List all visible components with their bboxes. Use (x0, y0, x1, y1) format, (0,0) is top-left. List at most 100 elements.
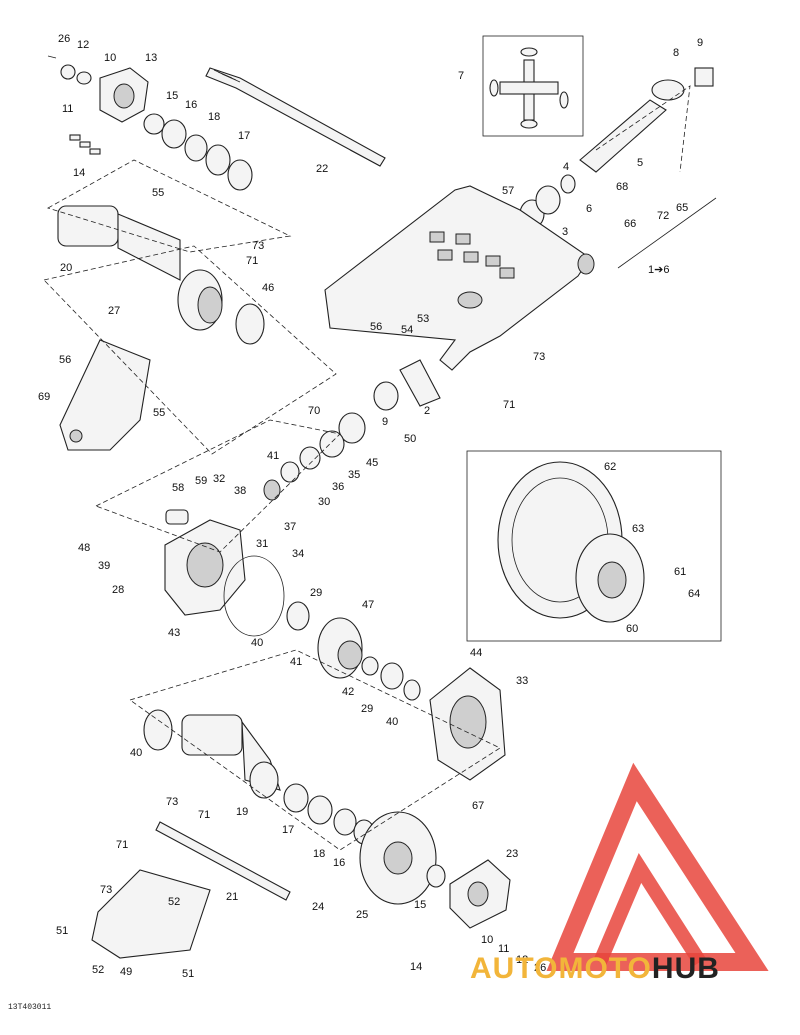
swing-arm-frame (324, 185, 595, 371)
callout-32: 32 (213, 473, 225, 485)
ujoint-detail-box (482, 35, 584, 137)
callout-69: 69 (38, 391, 50, 403)
guide-6 (617, 197, 717, 269)
sleeve-2 (373, 359, 441, 411)
callout-14a: 14 (73, 167, 85, 179)
callout-60: 60 (626, 623, 638, 635)
gearcase-43 (164, 509, 285, 637)
bracket-69 (59, 339, 151, 451)
callout-7: 7 (458, 70, 464, 82)
callout-52b: 52 (92, 964, 104, 976)
callout-62: 62 (604, 461, 616, 473)
callout-10b: 10 (481, 934, 493, 946)
callout-51b: 51 (182, 968, 194, 980)
callout-8: 8 (673, 47, 679, 59)
callout-71c: 71 (198, 809, 210, 821)
callout-65: 65 (676, 202, 688, 214)
callout-14b: 14 (410, 961, 422, 973)
callout-31: 31 (256, 538, 268, 550)
callout-73c: 73 (166, 796, 178, 808)
callout-56a: 56 (370, 321, 382, 333)
guide-2 (43, 245, 337, 455)
callout-58: 58 (172, 482, 184, 494)
callout-10a: 10 (104, 52, 116, 64)
ujoint-cross-7 (489, 47, 569, 129)
callout-29a: 29 (310, 587, 322, 599)
callout-72: 72 (657, 210, 669, 222)
callout-36: 36 (332, 481, 344, 493)
callout-33: 33 (516, 675, 528, 687)
callout-68: 68 (616, 181, 628, 193)
housing-20 (57, 205, 265, 345)
brand-part1: AUTOMOTO (470, 952, 652, 985)
bearing-stack-lower (283, 783, 375, 845)
callout-35: 35 (348, 469, 360, 481)
callout-18a: 18 (208, 111, 220, 123)
callout-50: 50 (404, 433, 416, 445)
callout-57: 57 (502, 185, 514, 197)
callout-37: 37 (284, 521, 296, 533)
callout-16a: 16 (185, 99, 197, 111)
callout-25: 25 (356, 909, 368, 921)
callout-71d: 71 (116, 839, 128, 851)
drive-shaft-5 (579, 67, 714, 173)
callout-67: 67 (472, 800, 484, 812)
automotohub-logo (546, 762, 769, 971)
callout-73a: 73 (252, 240, 264, 252)
callout-6a: 6 (586, 203, 592, 215)
callout-2: 2 (424, 405, 430, 417)
guide-5 (595, 85, 691, 173)
callout-55b: 55 (153, 407, 165, 419)
callout-1to6: 1➔6 (648, 264, 669, 276)
callout-30: 30 (318, 496, 330, 508)
wheel-detail-box (466, 450, 722, 642)
callout-41a: 41 (267, 450, 279, 462)
guide-1 (46, 159, 292, 253)
callout-42: 42 (342, 686, 354, 698)
callout-61: 61 (674, 566, 686, 578)
callout-5: 5 (637, 157, 643, 169)
callout-11b: 11 (498, 943, 509, 955)
guide-3 (94, 419, 341, 553)
callout-51a: 51 (56, 925, 68, 937)
callout-40b: 40 (386, 716, 398, 728)
axle-shaft-22 (205, 67, 386, 167)
callout-3: 3 (562, 226, 568, 238)
callout-53: 53 (417, 313, 429, 325)
callout-63: 63 (632, 523, 644, 535)
callout-17b: 17 (282, 824, 294, 836)
brand-part2: HUB (651, 952, 720, 985)
callout-54: 54 (401, 324, 413, 336)
housing-19 (143, 709, 281, 799)
guide-4 (129, 649, 501, 851)
callout-12b: 12 (516, 954, 528, 966)
callout-46: 46 (262, 282, 274, 294)
callout-41b: 41 (290, 656, 302, 668)
callout-40c: 40 (130, 747, 142, 759)
callout-66: 66 (624, 218, 636, 230)
callout-22: 22 (316, 163, 328, 175)
callout-17a: 17 (238, 130, 250, 142)
cover-44 (429, 667, 506, 781)
callout-44: 44 (470, 647, 482, 659)
callout-39: 39 (98, 560, 110, 572)
callout-55a: 55 (152, 187, 164, 199)
callout-12a: 12 (77, 39, 89, 51)
ring-gear-47 (286, 601, 421, 701)
drawing-reference-code: 13T403011 (8, 1003, 52, 1012)
callout-23: 23 (506, 848, 518, 860)
callout-11a: 11 (62, 103, 73, 115)
wheel-tire-62 (497, 461, 645, 623)
callout-20: 20 (60, 262, 72, 274)
callout-43: 43 (168, 627, 180, 639)
callout-73d: 73 (100, 884, 112, 896)
callout-4: 4 (563, 161, 569, 173)
callout-9b: 9 (382, 416, 388, 428)
top-left-hub-group (47, 55, 253, 191)
callout-labels: 26 12 10 13 11 15 16 18 17 14 22 7 8 9 5… (38, 33, 703, 980)
hub-23 (426, 859, 511, 929)
callout-24: 24 (312, 901, 324, 913)
callout-34: 34 (292, 548, 304, 560)
skid-plate-49 (91, 869, 211, 959)
